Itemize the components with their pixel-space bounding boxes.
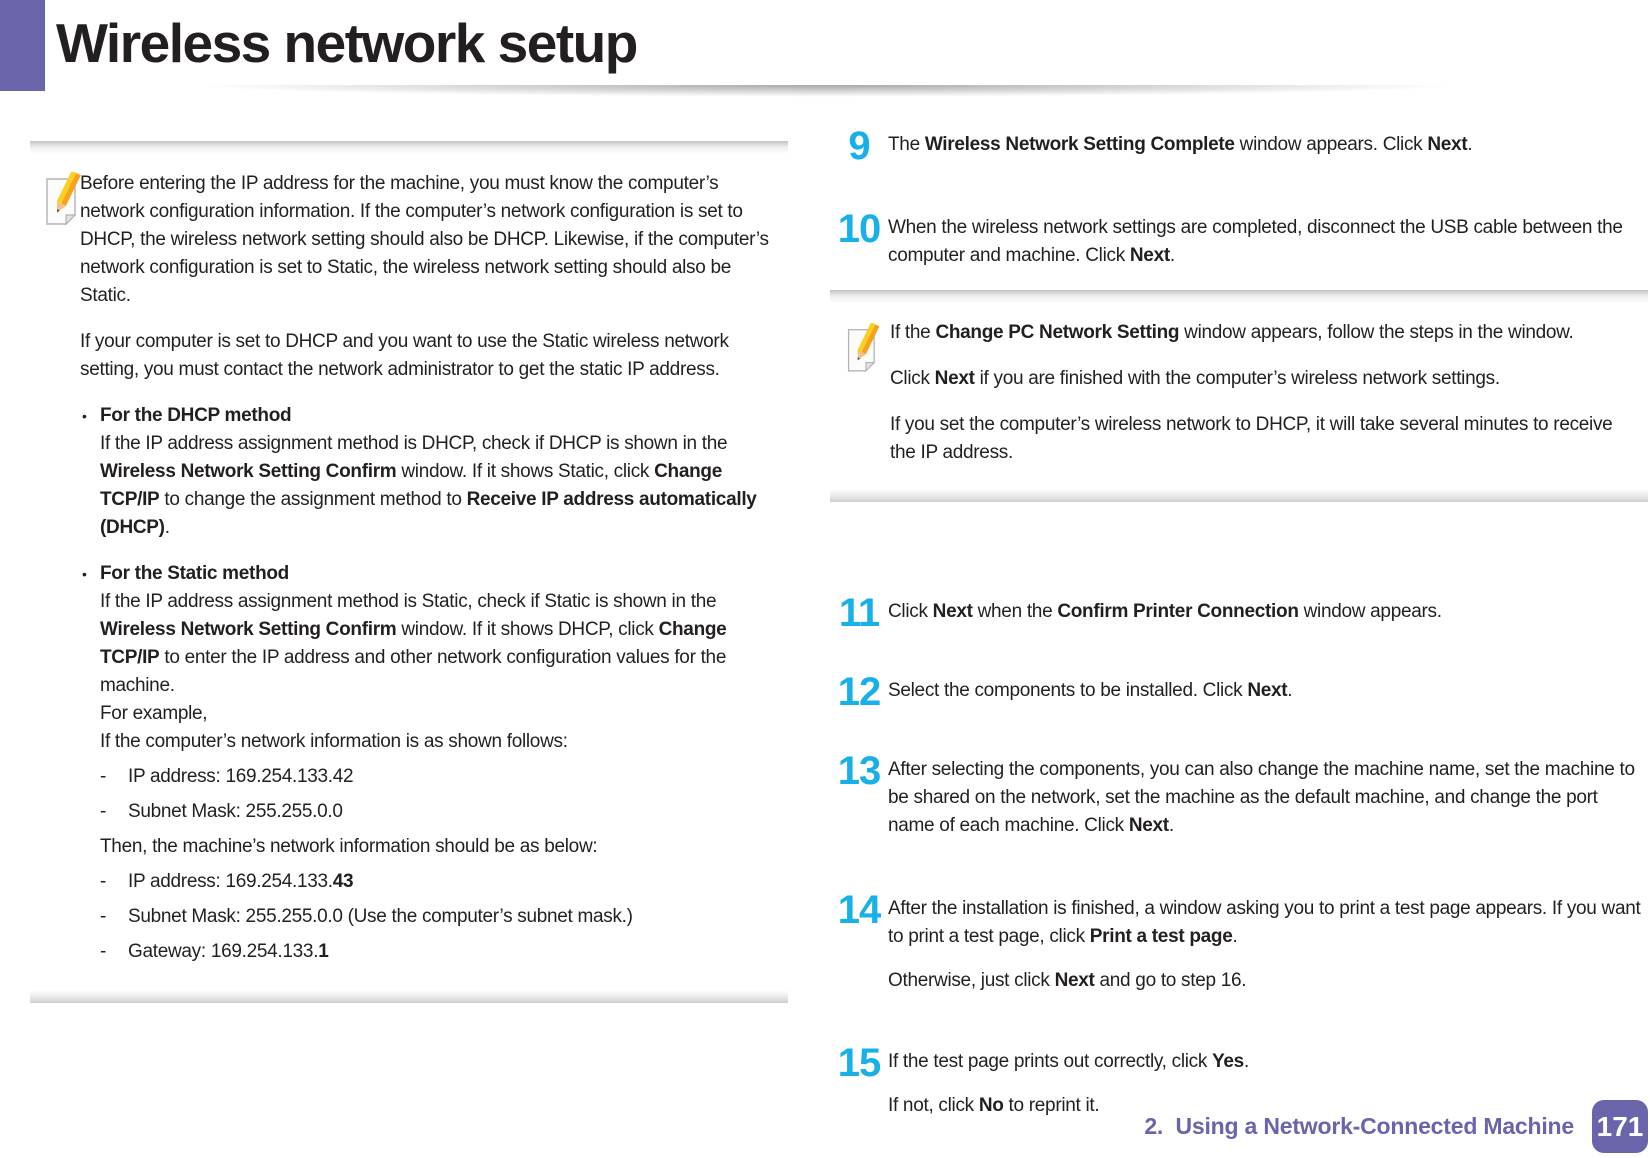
note-paragraph: If your computer is set to DHCP and you … — [80, 331, 729, 380]
bullet-marker: • — [82, 566, 87, 582]
pencil-note-icon — [42, 170, 88, 231]
machine-info-line: Then, the machine’s network information … — [100, 836, 598, 857]
list-item-subnet-computer: - Subnet Mask: 255.255.0.0 — [100, 798, 778, 826]
title-accent-bar — [0, 0, 45, 91]
list-item-subnet-machine: - Subnet Mask: 255.255.0.0 (Use the comp… — [100, 903, 778, 931]
note-box-ip-info: Before entering the IP address for the m… — [30, 141, 788, 1003]
page-footer: 2. Using a Network-Connected Machine 171 — [1144, 1100, 1648, 1153]
note-box-change-pc-setting: If the Change PC Network Setting window … — [830, 290, 1648, 502]
list-item-text: Gateway: 169.254.133.1 — [128, 941, 329, 962]
step-13: 13 After selecting the components, you c… — [830, 749, 1650, 856]
footer-chapter-label: 2. Using a Network-Connected Machine — [1144, 1113, 1574, 1139]
step-text: Otherwise, just click Next and go to ste… — [888, 970, 1247, 991]
steps-column: 9 The Wireless Network Setting Complete … — [830, 124, 1650, 1136]
step-number: 15 — [837, 1041, 882, 1085]
dash-marker: - — [100, 941, 107, 962]
step-text: After selecting the components, you can … — [888, 759, 1635, 836]
list-item-body: If the IP address assignment method is S… — [100, 591, 727, 696]
note-paragraph: Click Next if you are finished with the … — [890, 368, 1500, 389]
list-item-text: IP address: 169.254.133.42 — [128, 766, 354, 787]
note-bottom-divider — [30, 990, 788, 1003]
dash-marker: - — [100, 871, 107, 892]
step-text: Select the components to be installed. C… — [888, 680, 1293, 701]
step-text: If not, click No to reprint it. — [888, 1095, 1100, 1116]
note-bottom-divider — [830, 489, 1648, 502]
step-text: When the wireless network settings are c… — [888, 217, 1623, 266]
list-item-text: IP address: 169.254.133.43 — [128, 871, 354, 892]
step-number: 10 — [837, 207, 882, 251]
step-9: 9 The Wireless Network Setting Complete … — [830, 124, 1650, 175]
dash-marker: - — [100, 766, 107, 787]
list-item-body: If the IP address assignment method is D… — [100, 433, 757, 538]
page-number-badge: 171 — [1592, 1100, 1648, 1153]
header-divider-shadow — [0, 85, 1650, 105]
example-intro-line: For example, — [100, 703, 208, 724]
list-item-title: For the Static method — [100, 563, 289, 584]
dash-marker: - — [100, 906, 107, 927]
page-title: Wireless network setup — [56, 12, 638, 74]
step-text: Click Next when the Confirm Printer Conn… — [888, 601, 1442, 622]
step-text: If the test page prints out correctly, c… — [888, 1051, 1249, 1072]
list-item-text: Subnet Mask: 255.255.0.0 — [128, 801, 343, 822]
step-number: 14 — [837, 888, 882, 932]
step-10: 10 When the wireless network settings ar… — [830, 207, 1650, 286]
step-number: 11 — [838, 591, 880, 635]
step-text: After the installation is finished, a wi… — [888, 898, 1641, 947]
step-number: 12 — [837, 670, 882, 714]
list-item-text: Subnet Mask: 255.255.0.0 (Use the comput… — [128, 906, 633, 927]
pencil-note-icon — [844, 322, 886, 378]
step-11: 11 Click Next when the Confirm Printer C… — [830, 591, 1650, 642]
list-item-ip-machine: - IP address: 169.254.133.43 — [100, 868, 778, 896]
step-text: The Wireless Network Setting Complete wi… — [888, 134, 1473, 155]
step-14: 14 After the installation is finished, a… — [830, 888, 1650, 1011]
list-item-title: For the DHCP method — [100, 405, 292, 426]
list-item-static-method: • For the Static method If the IP addres… — [80, 560, 778, 966]
bullet-marker: • — [82, 408, 87, 424]
list-item-dhcp-method: • For the DHCP method If the IP address … — [80, 402, 778, 542]
step-15: 15 If the test page prints out correctly… — [830, 1041, 1650, 1136]
dash-marker: - — [100, 801, 107, 822]
note-paragraph: If you set the computer’s wireless netwo… — [890, 414, 1613, 463]
step-number: 13 — [837, 749, 882, 793]
note-paragraph: Before entering the IP address for the m… — [80, 173, 769, 306]
note-paragraph: If the Change PC Network Setting window … — [890, 322, 1574, 343]
step-number: 9 — [848, 124, 870, 168]
list-item-ip-computer: - IP address: 169.254.133.42 — [100, 763, 778, 791]
step-12: 12 Select the components to be installed… — [830, 670, 1650, 721]
note-top-divider — [30, 141, 788, 154]
example-intro-line: If the computer’s network information is… — [100, 731, 568, 752]
note-top-divider — [830, 290, 1648, 303]
list-item-gateway-machine: - Gateway: 169.254.133.1 — [100, 938, 778, 966]
